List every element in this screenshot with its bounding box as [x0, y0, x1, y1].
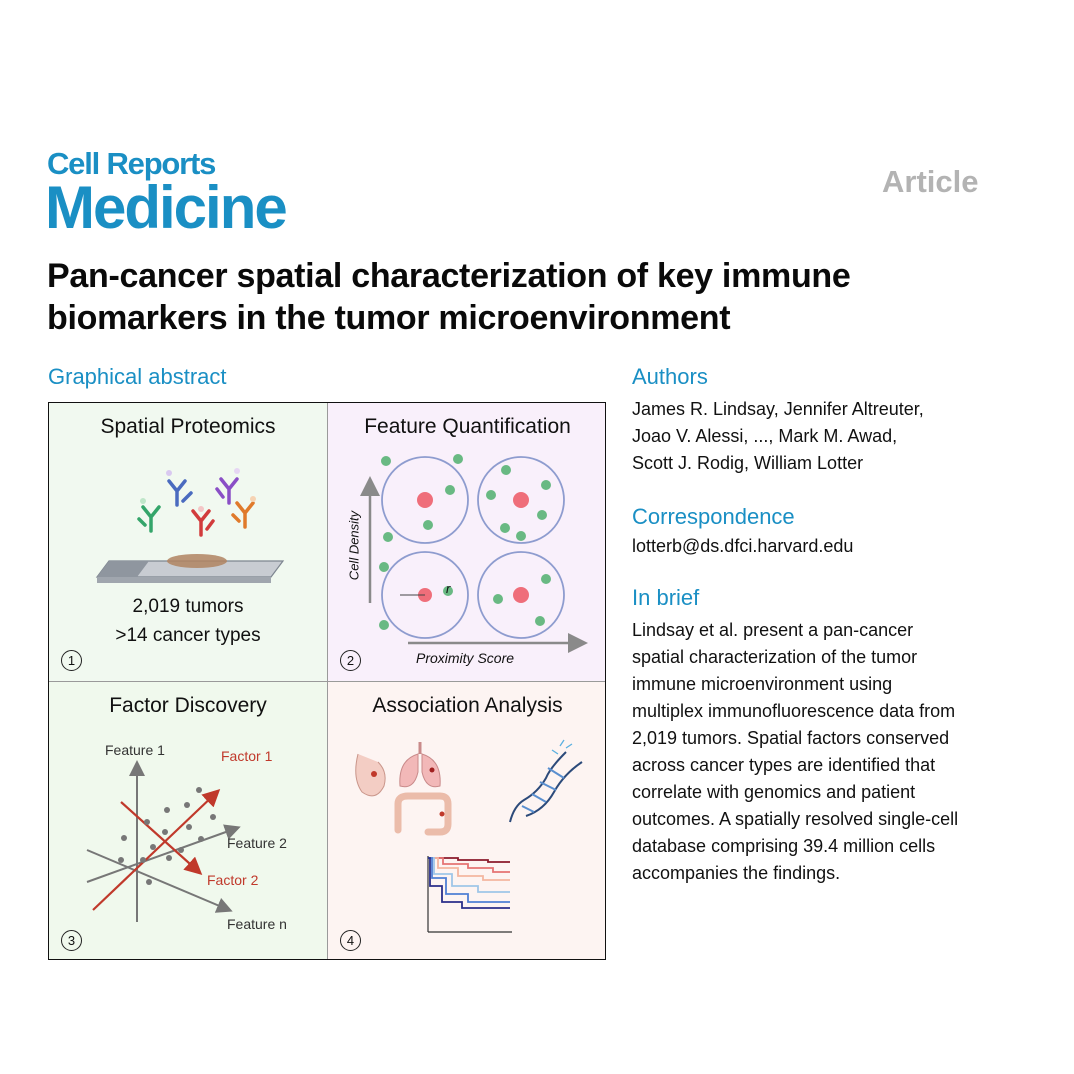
panel-title: Association Analysis	[372, 694, 563, 717]
in-brief-text: Lindsay et al. present a pan-cancer spat…	[632, 617, 1052, 887]
in-brief-line: multiplex immunofluorescence data from	[632, 701, 956, 721]
article-type-label: Article	[882, 164, 979, 199]
factor2-label: Factor 2	[207, 872, 259, 888]
panel-number: 4	[340, 930, 361, 951]
in-brief-line: 2,019 tumors. Spatial factors conserved	[632, 728, 950, 748]
in-brief-line: outcomes. A spatially resolved single-ce…	[632, 809, 959, 829]
panel-number: 1	[61, 650, 82, 671]
feature1-label: Feature 1	[105, 742, 165, 758]
panel-number: 2	[340, 650, 361, 671]
factor1-label: Factor 1	[221, 748, 273, 764]
in-brief-line: correlate with genomics and patient	[632, 782, 916, 802]
survival-curve-plot	[427, 856, 512, 933]
in-brief-line: accompanies the findings.	[632, 863, 841, 883]
colon-organ-icon	[394, 792, 452, 836]
x-axis-label: Proximity Score	[416, 650, 515, 666]
authors-line: Joao V. Alessi, ..., Mark M. Awad,	[632, 426, 898, 446]
in-brief-line: database comprising 39.4 million cells	[632, 836, 936, 856]
authors-heading: Authors	[632, 364, 708, 389]
authors-line: James R. Lindsay, Jennifer Altreuter,	[632, 399, 924, 419]
factor-scatter-diagram	[86, 760, 241, 922]
panel-title: Spatial Proteomics	[100, 415, 276, 438]
journal-name-line1: Cell Reports	[47, 146, 216, 181]
panel-factor-discovery: Factor Discovery Feature 1	[49, 682, 328, 959]
association-illustration	[355, 739, 583, 933]
in-brief-heading: In brief	[632, 585, 700, 610]
panel-title: Factor Discovery	[109, 694, 267, 717]
dna-icon	[509, 751, 583, 823]
panel-number: 3	[61, 930, 82, 951]
correspondence-heading: Correspondence	[632, 504, 795, 529]
correspondence-email[interactable]: lotterb@ds.dfci.harvard.edu	[632, 536, 854, 556]
in-brief-line: immune microenvironment using	[632, 674, 893, 694]
neighborhood-diagram	[360, 454, 588, 653]
article-title: Pan-cancer spatial characterization of k…	[47, 257, 851, 337]
featuren-label: Feature n	[227, 916, 287, 932]
antibody-icon	[137, 468, 256, 537]
panel-feature-quantification: Feature Quantification	[328, 403, 605, 682]
breast-organ-icon	[355, 753, 386, 797]
panel-association-analysis: Association Analysis	[328, 682, 605, 959]
lungs-organ-icon	[399, 742, 441, 788]
in-brief-line: Lindsay et al. present a pan-cancer	[632, 620, 914, 640]
graphical-abstract: Spatial Proteomics 2,019 tumors >14 canc…	[48, 402, 606, 960]
authors-line: Scott J. Rodig, William Lotter	[632, 453, 864, 473]
y-axis-label: Cell Density	[346, 510, 362, 581]
panel-title: Feature Quantification	[364, 415, 571, 438]
antibody-slide-illustration	[95, 468, 285, 583]
stat-tumors: 2,019 tumors	[132, 596, 244, 617]
stat-cancer-types: >14 cancer types	[115, 625, 261, 646]
authors-list: James R. Lindsay, Jennifer Altreuter, Jo…	[632, 396, 924, 477]
in-brief-line: across cancer types are identified that	[632, 755, 936, 775]
feature2-label: Feature 2	[227, 835, 287, 851]
in-brief-line: spatial characterization of the tumor	[632, 647, 918, 667]
journal-name-line2: Medicine	[45, 174, 288, 241]
radius-label: r	[446, 581, 451, 596]
panel-spatial-proteomics: Spatial Proteomics 2,019 tumors >14 canc…	[49, 403, 328, 682]
graphical-abstract-heading: Graphical abstract	[48, 364, 227, 389]
